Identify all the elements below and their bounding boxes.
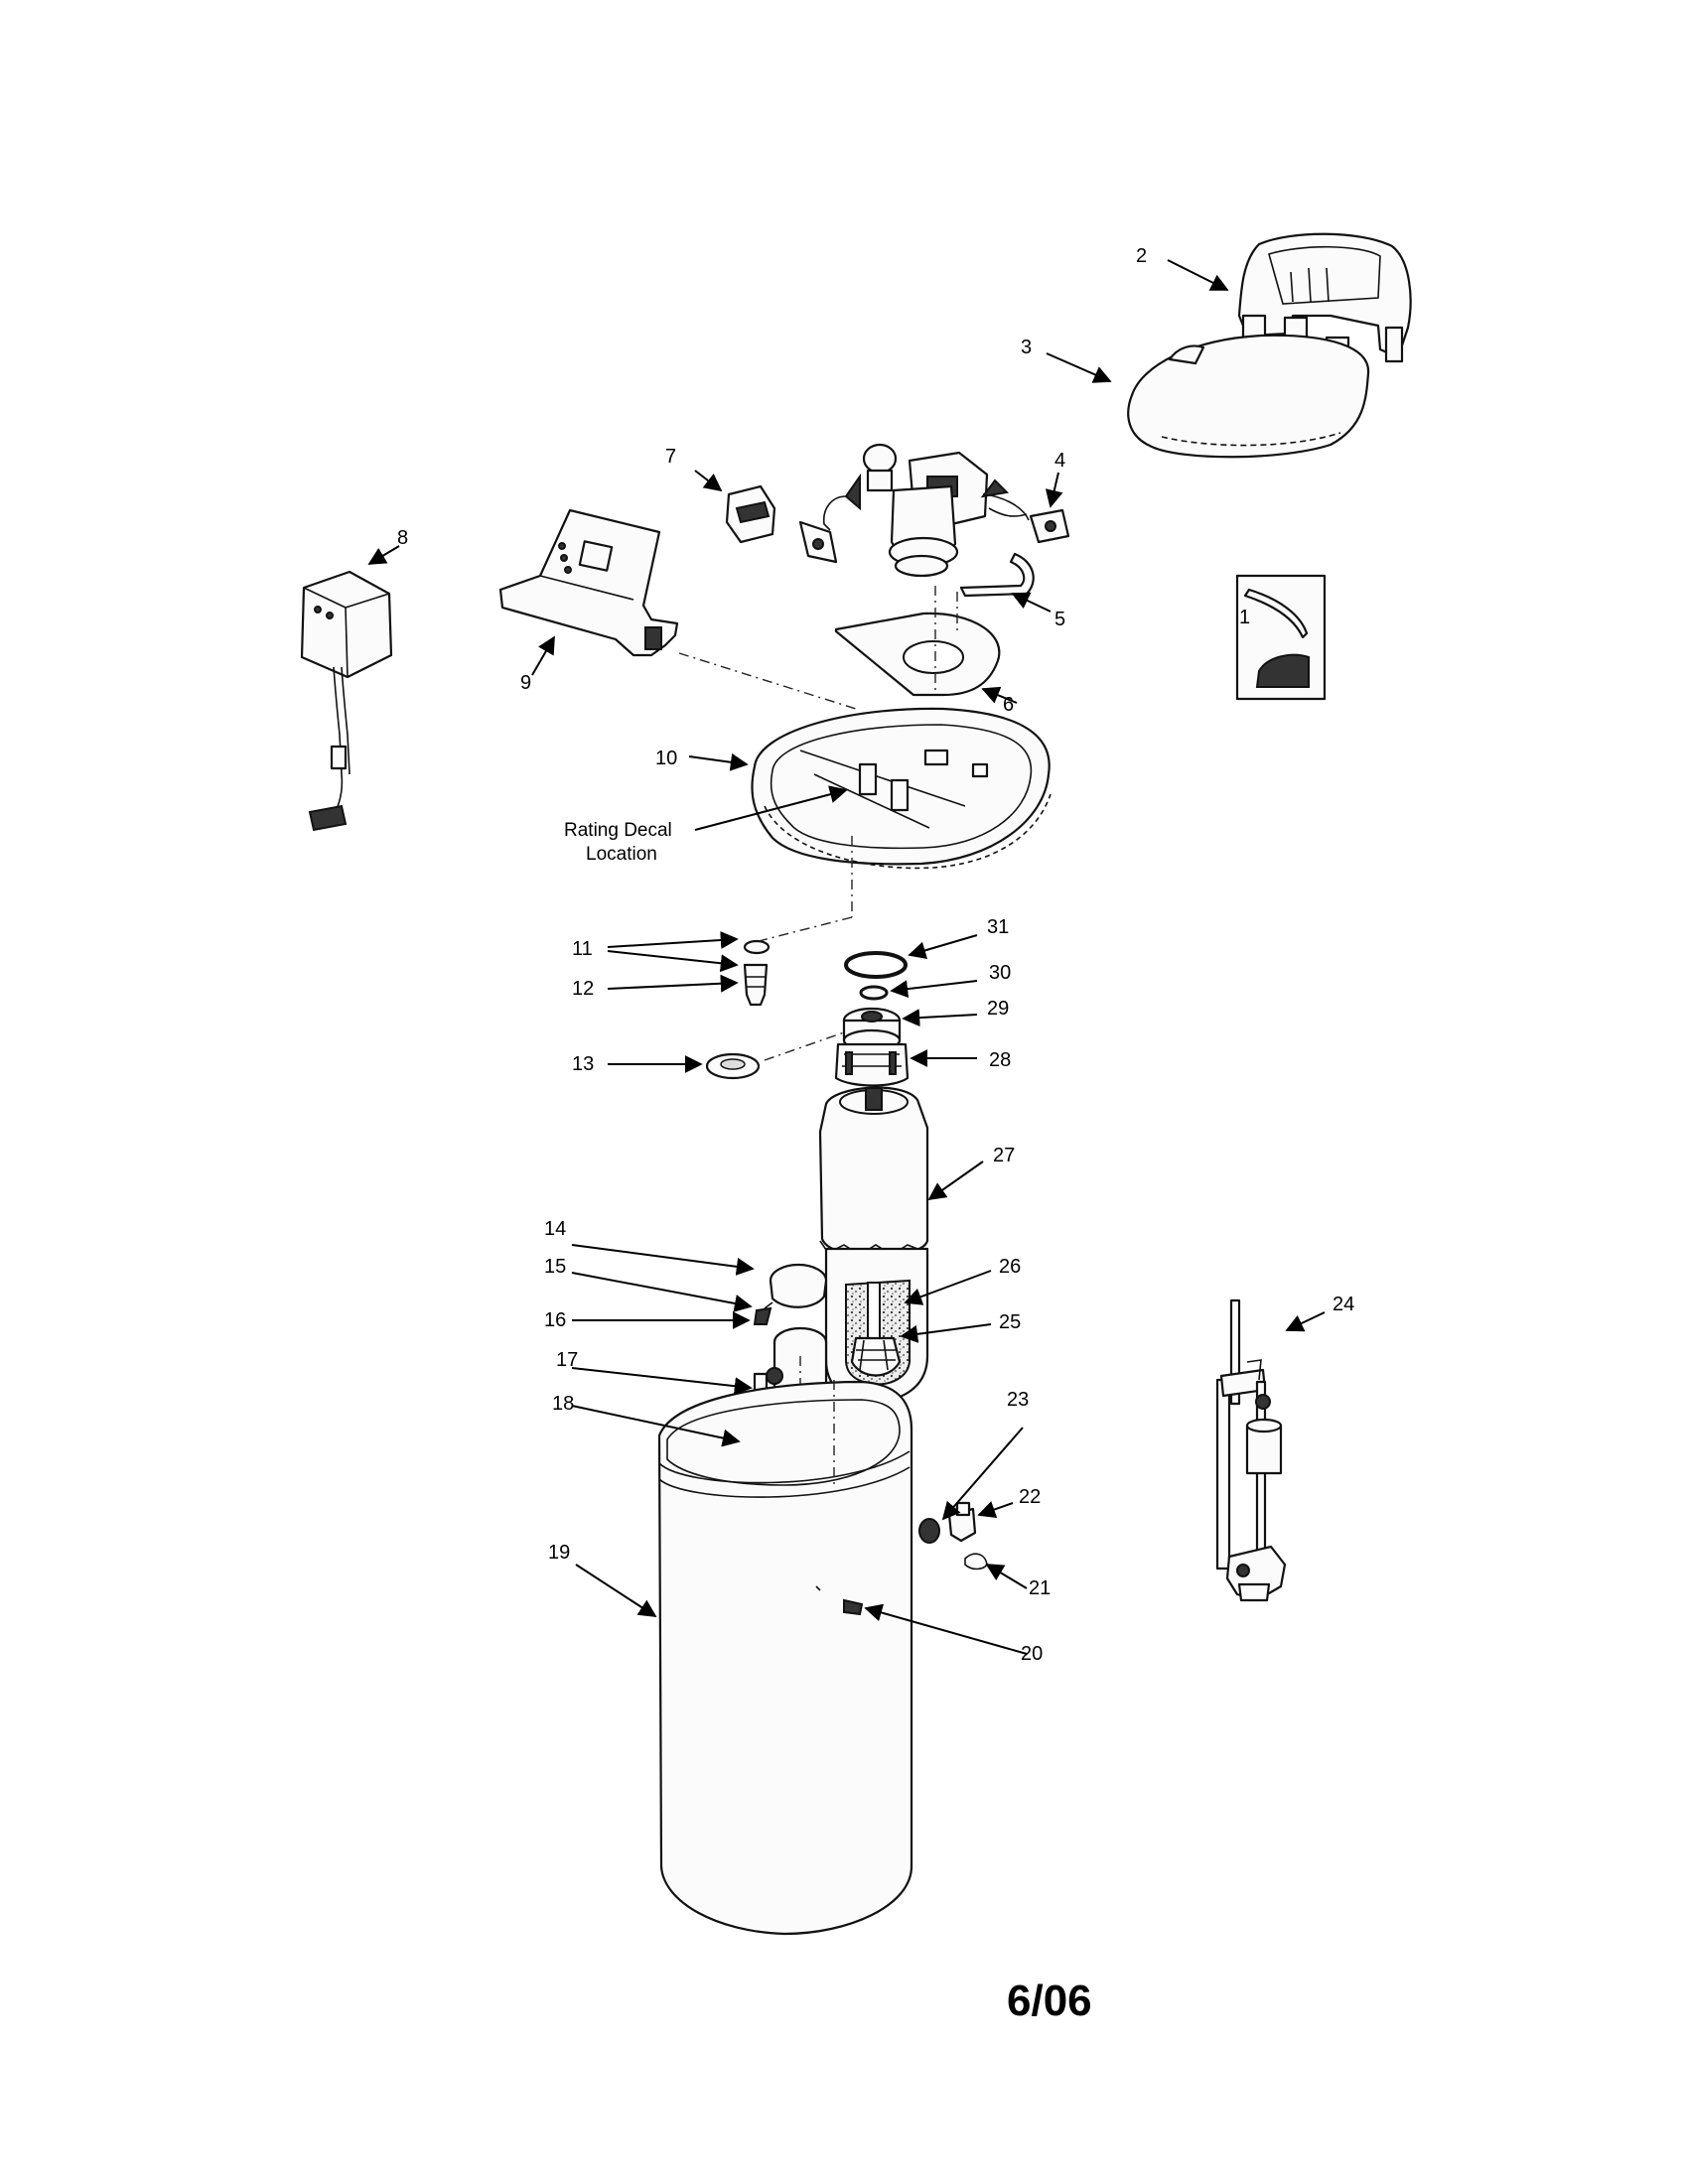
- callout-24: 24: [1333, 1294, 1354, 1315]
- part-10-top-ring: [751, 707, 1052, 870]
- callout-21: 21: [1029, 1577, 1051, 1599]
- part-3-salt-lid: [1127, 334, 1370, 459]
- part-12-nozzle: [743, 963, 769, 1007]
- part-25-distributor: [850, 1336, 902, 1377]
- callout-27: 27: [993, 1145, 1015, 1166]
- part-19-brine-tank: [657, 1380, 913, 1936]
- callout-29: 29: [987, 998, 1009, 1020]
- callout-15: 15: [544, 1256, 566, 1278]
- part-28-valve-body: [834, 1042, 910, 1087]
- part-31-o-ring: [844, 951, 908, 979]
- callout-26: 26: [999, 1256, 1021, 1278]
- valve-motor-assembly: [822, 443, 1030, 578]
- callout-9: 9: [520, 672, 531, 694]
- part-26-resin-cutaway: [824, 1247, 929, 1404]
- part-20-screw: [815, 1585, 864, 1616]
- callout-6: 6: [1003, 694, 1014, 716]
- callout-labels: 1 2 3 4 5 6 7 8 9 10 11 12 13 14 15 16 1…: [397, 245, 1354, 2025]
- callout-31: 31: [987, 916, 1009, 938]
- part-16-clip: [753, 1306, 772, 1325]
- rating-decal-label-line1: Rating Decal: [564, 820, 672, 841]
- part-5-clip: [959, 552, 1035, 598]
- callout-22: 22: [1019, 1486, 1041, 1508]
- callout-25: 25: [999, 1311, 1021, 1333]
- callout-8: 8: [397, 527, 408, 549]
- callout-11: 11: [572, 938, 593, 960]
- part-30-o-ring: [859, 985, 889, 1001]
- part-8-transformer: [300, 570, 393, 832]
- callout-23: 23: [1007, 1389, 1029, 1411]
- part-27-resin-tank: [818, 1086, 929, 1257]
- callout-4: 4: [1054, 450, 1065, 472]
- callout-10: 10: [655, 748, 677, 769]
- part-9-control-panel: [498, 508, 679, 657]
- callout-2: 2: [1136, 245, 1147, 267]
- part-24-brine-valve: [1215, 1298, 1287, 1602]
- callout-17: 17: [556, 1349, 578, 1371]
- callout-1: 1: [1239, 607, 1250, 628]
- part-1-kit-box: [1235, 574, 1327, 701]
- callout-20: 20: [1021, 1643, 1043, 1665]
- callout-12: 12: [572, 978, 594, 1000]
- callout-28: 28: [989, 1049, 1011, 1071]
- part-7-switch: [725, 484, 776, 544]
- callout-16: 16: [544, 1309, 566, 1331]
- part-14-well-cap: [769, 1263, 828, 1308]
- date-code: 6/06: [1007, 1977, 1092, 2025]
- callout-3: 3: [1021, 337, 1032, 358]
- part-4-bracket: [798, 508, 1070, 564]
- callout-19: 19: [548, 1542, 570, 1564]
- callout-7: 7: [665, 446, 676, 468]
- part-13-disc: [705, 1052, 761, 1080]
- part-23-fitting: [918, 1518, 940, 1544]
- callout-13: 13: [572, 1053, 594, 1075]
- callout-14: 14: [544, 1218, 566, 1240]
- leader-lines: [367, 259, 1326, 1655]
- alignment-lines: [678, 586, 958, 1061]
- part-6-plate: [834, 612, 1001, 697]
- callout-5: 5: [1054, 609, 1065, 630]
- rating-decal-label-line2: Location: [586, 844, 657, 865]
- callout-30: 30: [989, 962, 1011, 984]
- callout-18: 18: [552, 1393, 574, 1415]
- part-15-clip: [764, 1301, 773, 1309]
- part-21-clip: [964, 1553, 988, 1570]
- part-11-washer: [743, 939, 771, 955]
